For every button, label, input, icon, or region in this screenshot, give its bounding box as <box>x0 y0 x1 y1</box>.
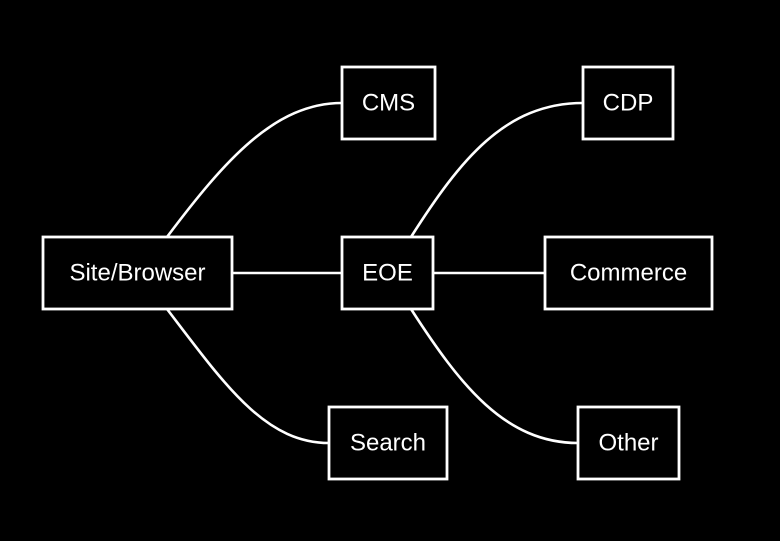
node-label: Site/Browser <box>69 260 205 287</box>
node-box <box>41 235 234 311</box>
node-cdp[interactable]: CDP <box>581 65 675 141</box>
edges <box>165 101 585 445</box>
edge-site-to-search <box>165 307 331 445</box>
edge-eoe-to-cdp <box>409 101 585 239</box>
node-box <box>340 235 435 311</box>
node-label: Other <box>598 430 658 457</box>
node-box <box>581 65 675 141</box>
node-cms[interactable]: CMS <box>340 65 437 141</box>
node-box <box>543 235 714 311</box>
node-other[interactable]: Other <box>576 405 681 481</box>
node-label: EOE <box>362 260 413 287</box>
node-site-browser[interactable]: Site/Browser <box>41 235 234 311</box>
node-eoe[interactable]: EOE <box>340 235 435 311</box>
node-label: CMS <box>362 90 415 117</box>
node-box <box>576 405 681 481</box>
node-box <box>327 405 449 481</box>
node-label: Commerce <box>570 260 687 287</box>
node-label: CDP <box>603 90 654 117</box>
node-search[interactable]: Search <box>327 405 449 481</box>
edge-eoe-to-other <box>409 307 580 445</box>
edge-site-to-cms <box>165 101 344 239</box>
node-commerce[interactable]: Commerce <box>543 235 714 311</box>
node-label: Search <box>350 430 426 457</box>
node-box <box>340 65 437 141</box>
